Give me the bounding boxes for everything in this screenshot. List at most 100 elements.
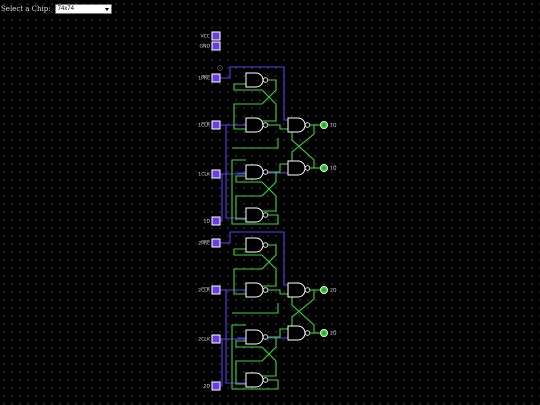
feedback-wire [235, 195, 262, 220]
1clk-input[interactable]: 1CLK [198, 169, 221, 179]
nand-gate [245, 237, 269, 253]
feedback-wire [235, 360, 262, 385]
nand-gate [245, 164, 269, 180]
clear-out-wire [237, 172, 288, 174]
input-toggle[interactable] [211, 238, 221, 248]
clear-out-wire [237, 337, 288, 339]
inverter-bubble [304, 122, 311, 128]
pin-label: 2CLR [198, 288, 211, 294]
input-toggle[interactable] [211, 285, 221, 295]
feedback-wire [232, 138, 279, 149]
nand-gate-body [245, 72, 264, 88]
nand-gate [245, 372, 269, 388]
2q-output: 2Q [319, 285, 337, 294]
inverter-bubble [262, 334, 269, 340]
1pre-input[interactable]: 1PRE [198, 73, 221, 83]
pin-label: 1D [204, 219, 211, 225]
nand-gate [287, 282, 311, 298]
reset-line-wire [268, 328, 288, 338]
pin-label: 2PRE [198, 241, 210, 247]
1q-output: 1Q [319, 121, 337, 130]
input-toggle[interactable] [211, 120, 221, 130]
pin-label: 2D [204, 384, 211, 390]
pin-label: 2Q [330, 288, 337, 294]
nand-gate-body [287, 160, 306, 176]
input-toggle[interactable] [211, 216, 221, 226]
chip-select-value: 74x74 [57, 6, 74, 12]
gnd-pin[interactable]: GND [199, 41, 221, 51]
preset-wire [219, 66, 288, 121]
pin-label: 1PRE [198, 76, 210, 82]
preset-wire [219, 231, 288, 286]
nand-gate-body [245, 117, 264, 133]
output-led-core [322, 331, 326, 335]
input-toggle[interactable] [211, 31, 221, 41]
2pre-input[interactable]: 2PRE [198, 238, 221, 248]
chip-select-dropdown[interactable]: 74x74 [54, 4, 112, 14]
input-toggle[interactable] [211, 169, 221, 179]
set-line-wire [268, 289, 288, 295]
1q-bar-output: 1Q̅ [319, 163, 337, 172]
1clr-input[interactable]: 1CLR [198, 120, 221, 130]
inverter-bubble [262, 377, 269, 383]
pin-label: 1CLK [198, 172, 211, 178]
feedback-wire [235, 340, 262, 348]
set-line-wire [268, 124, 288, 130]
nand-gate-body [245, 207, 264, 223]
nand-gate [287, 160, 311, 176]
input-toggle[interactable] [211, 41, 221, 51]
inverter-bubble [304, 165, 311, 171]
vcc-pin[interactable]: VCC [200, 31, 221, 41]
feedback-wire [233, 248, 262, 256]
inverter-bubble [262, 122, 269, 128]
reset-line-wire [268, 163, 288, 173]
inverter-bubble [262, 169, 269, 175]
2q-bar-output: 2Q̅ [319, 328, 337, 337]
inverter-bubble [262, 212, 269, 218]
nand-gate-body [287, 282, 306, 298]
feedback-wire [232, 303, 279, 314]
data-loop-wire [231, 159, 279, 225]
nand-gate [245, 117, 269, 133]
nand-gate-body [287, 117, 306, 133]
output-led-core [322, 166, 326, 170]
feedback-wire [235, 175, 262, 183]
2clk-input[interactable]: 2CLK [198, 334, 221, 344]
nand-gate [287, 325, 311, 341]
nand-gate [245, 329, 269, 345]
feedback-wire [261, 79, 277, 105]
chevron-down-icon [104, 7, 109, 11]
pin-label: VCC [200, 34, 210, 40]
feedback-wire [233, 103, 262, 130]
select-chip-label: Select a Chip: [1, 5, 51, 13]
data-loop-wire [231, 324, 279, 390]
nand-gate [245, 72, 269, 88]
feedback-wire [261, 171, 277, 197]
2d-input[interactable]: 2D [204, 381, 221, 391]
input-toggle[interactable] [211, 334, 221, 344]
inverter-bubble [304, 287, 311, 293]
inverter-bubble [262, 77, 269, 83]
inverter-bubble [262, 287, 269, 293]
pin-label: 2CLK [198, 337, 211, 343]
inverter-bubble [304, 330, 311, 336]
output-led-core [322, 288, 326, 292]
nand-gate [245, 207, 269, 223]
feedback-wire [261, 244, 277, 270]
nand-gate-body [245, 329, 264, 345]
nand-gate-body [245, 372, 264, 388]
nand-gate-body [245, 282, 264, 298]
feedback-wire [233, 268, 262, 295]
pin-label: 2Q̅ [330, 330, 337, 337]
inverter-bubble [262, 242, 269, 248]
input-toggle[interactable] [211, 381, 221, 391]
chip-toolbar: Select a Chip: 74x74 [0, 3, 112, 15]
output-led-core [322, 123, 326, 127]
pin-label: 1Q̅ [330, 165, 337, 172]
1d-input[interactable]: 1D [204, 216, 221, 226]
2clr-input[interactable]: 2CLR [198, 285, 221, 295]
input-toggle[interactable] [211, 73, 221, 83]
nand-gate [245, 282, 269, 298]
pin-label: GND [199, 44, 210, 50]
